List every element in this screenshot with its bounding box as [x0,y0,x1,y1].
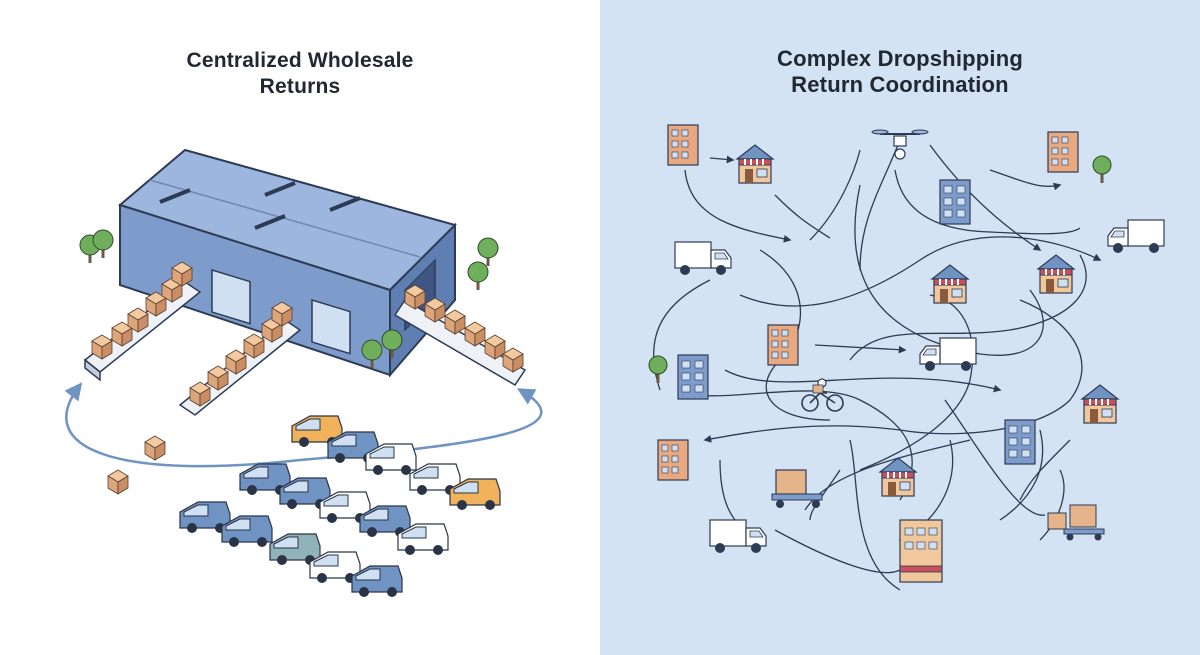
shop-node [1081,384,1119,424]
wholesale-title-line1: Centralized Wholesale [186,49,414,72]
office-node [939,179,971,225]
parcel-cart [1047,504,1105,541]
conveyor-right [393,284,527,387]
shop-node [1037,254,1075,294]
courier-bike [801,378,844,412]
shop-node [879,457,917,497]
distribution-building [899,519,943,583]
delivery-drone [871,129,929,160]
tree [1092,155,1112,184]
conveyor-left [83,261,202,382]
tree [467,261,489,291]
dropshipping-returns-panel: Complex Dropshipping Return Coordination [600,0,1200,655]
tree [92,229,114,259]
tree [477,237,499,267]
warehouse-node-topright [1047,131,1079,173]
wholesale-title-line2: Returns [259,75,341,98]
office-node [1004,419,1036,465]
return-routes [653,139,1102,591]
office-node [677,354,709,400]
central-warehouse [117,148,457,378]
tree [648,355,668,384]
shop-node [931,264,969,304]
wholesale-illustration [64,148,543,598]
dropshipping-title-line2: Return Coordination [791,72,1009,97]
truck-node [919,337,977,372]
dropshipping-illustration [648,124,1165,591]
conveyor-middle [178,301,302,416]
truck-node [709,519,767,554]
shop-node [736,144,774,184]
truck-node [674,241,732,276]
loose-box [107,469,129,495]
truck-node [1107,219,1165,254]
return-loop-arrow [64,382,543,468]
home-node-topleft [667,124,699,166]
dropshipping-title: Complex Dropshipping Return Coordination [600,46,1200,98]
wholesale-returns-panel: Centralized Wholesale Returns [0,48,600,598]
cargo-cart [771,469,823,508]
wholesale-title: Centralized Wholesale Returns [0,48,600,100]
apartment-node [657,439,689,481]
apartment-node [767,324,799,366]
loose-box [144,435,166,461]
dropshipping-title-line1: Complex Dropshipping [777,46,1023,71]
